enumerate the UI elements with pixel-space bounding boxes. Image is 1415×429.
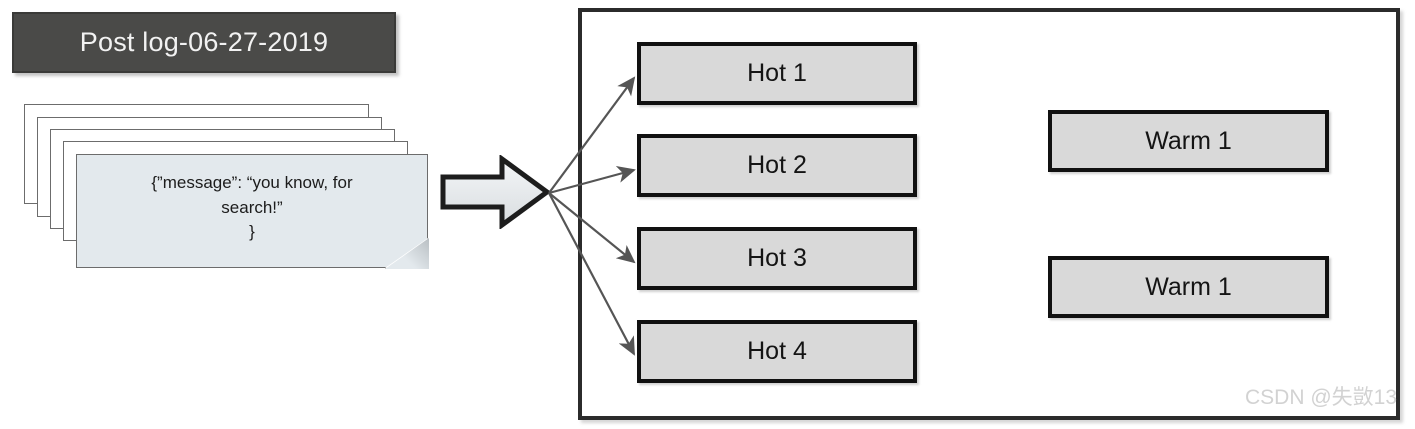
warm-node-1: Warm 1 xyxy=(1048,110,1329,172)
ingest-block-arrow-icon xyxy=(440,154,552,230)
hot-node-4-label: Hot 4 xyxy=(747,337,807,365)
post-log-banner-label: Post log-06-27-2019 xyxy=(79,27,329,57)
json-line-3: } xyxy=(249,222,255,242)
warm-node-2: Warm 1 xyxy=(1048,256,1329,318)
hot-node-4: Hot 4 xyxy=(637,320,917,383)
json-line-1: {”message”: “you know, for xyxy=(151,173,353,192)
json-line-2: search!” xyxy=(221,197,283,217)
log-document-json-text: {”message”: “you know, for search!” } xyxy=(76,171,428,245)
hot-node-3-label: Hot 3 xyxy=(747,244,807,272)
hot-node-2: Hot 2 xyxy=(637,134,917,197)
log-document-page-shape xyxy=(76,154,428,268)
csdn-watermark: CSDN @失敳13 xyxy=(1244,386,1397,409)
post-log-banner: Post log-06-27-2019 xyxy=(12,12,396,73)
log-document-stack: {”message”: “you know, for search!” } xyxy=(24,104,444,269)
warm-node-1-label: Warm 1 xyxy=(1145,126,1232,155)
warm-node-2-label: Warm 1 xyxy=(1145,272,1232,301)
hot-node-2-label: Hot 2 xyxy=(747,151,807,179)
hot-node-1-label: Hot 1 xyxy=(747,59,807,87)
log-document-front-sheet: {”message”: “you know, for search!” } xyxy=(76,154,429,269)
hot-node-1: Hot 1 xyxy=(637,42,917,105)
hot-node-3: Hot 3 xyxy=(637,227,917,290)
